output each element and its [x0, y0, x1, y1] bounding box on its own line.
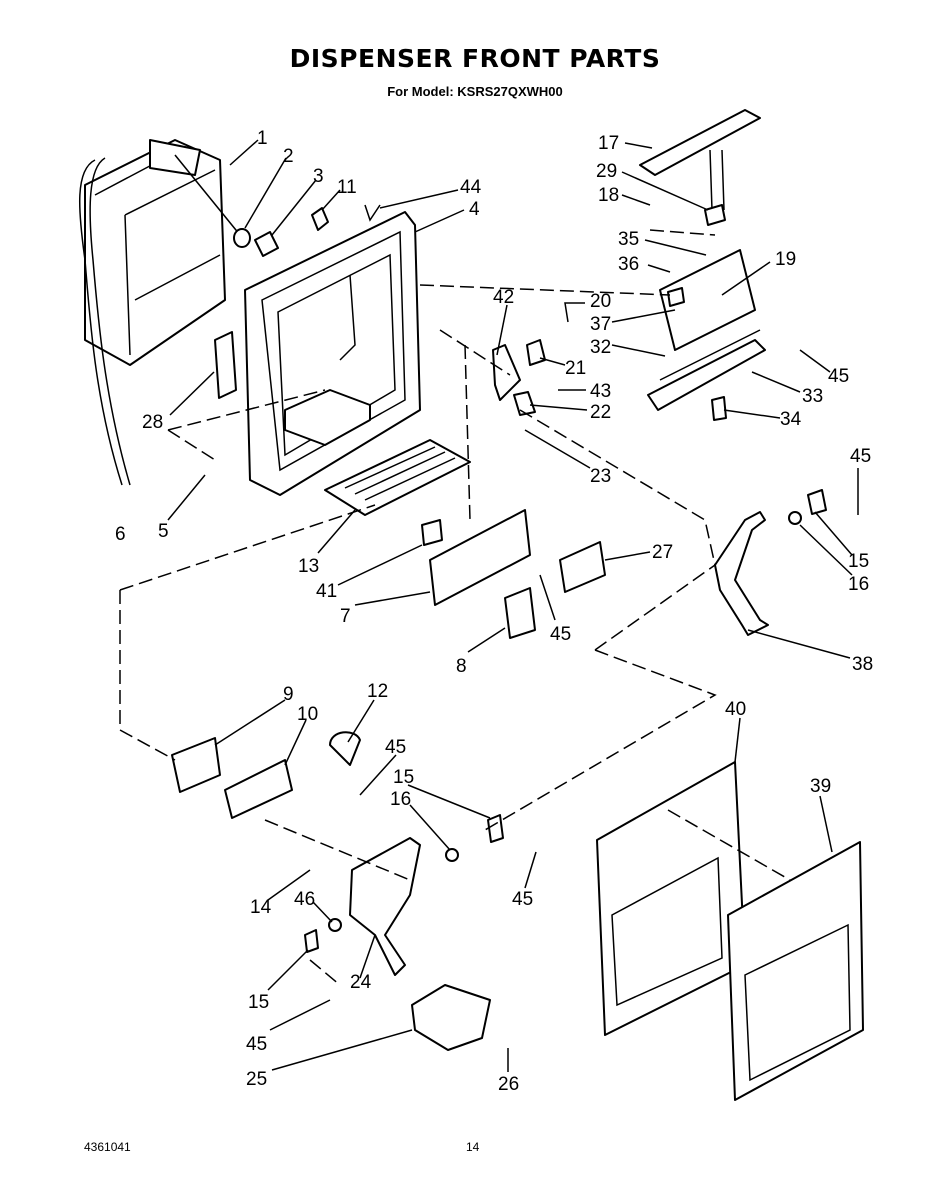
callout-37: 37 [590, 314, 611, 335]
callout-10: 10 [297, 704, 318, 725]
callout-39: 39 [810, 776, 831, 797]
page-number: 14 [466, 1140, 480, 1154]
callout-40: 40 [725, 699, 746, 720]
callout-38: 38 [852, 654, 873, 675]
callout-3: 3 [313, 166, 324, 187]
part-drip-grille [324, 439, 471, 516]
callout-18: 18 [598, 185, 619, 206]
callout-26: 26 [498, 1074, 519, 1095]
part-front-panels [596, 761, 864, 1101]
callout-11: 11 [337, 177, 357, 198]
callout-7: 7 [340, 606, 351, 627]
callout-27: 27 [652, 542, 673, 563]
callout-19: 19 [775, 249, 796, 270]
callout-15c: 15 [248, 992, 269, 1013]
callout-25: 25 [246, 1069, 267, 1090]
part-chute-housing [78, 139, 241, 486]
callout-14: 14 [250, 897, 272, 918]
callout-numbers: 1 2 3 11 44 4 17 29 18 35 36 19 42 20 37… [115, 128, 873, 1095]
callout-9: 9 [283, 684, 294, 705]
callout-15a: 15 [848, 551, 869, 572]
callout-5: 5 [158, 521, 169, 542]
callout-43: 43 [590, 381, 611, 402]
callout-32: 32 [590, 337, 611, 358]
callout-46: 46 [294, 889, 315, 910]
callout-36: 36 [618, 254, 639, 275]
callout-28: 28 [142, 412, 163, 433]
leader-lines [167, 139, 859, 1072]
callout-35: 35 [618, 229, 639, 250]
callout-17: 17 [598, 133, 619, 154]
callout-45b: 45 [850, 446, 871, 467]
part-top-right-assembly [639, 109, 766, 421]
callout-24: 24 [350, 972, 372, 993]
part-ice-lever [714, 489, 827, 636]
callout-45f: 45 [246, 1034, 267, 1055]
callout-20: 20 [590, 291, 611, 312]
callout-8: 8 [456, 656, 467, 677]
callout-41: 41 [316, 581, 337, 602]
callout-6: 6 [115, 524, 126, 545]
callout-12: 12 [367, 681, 388, 702]
callout-21: 21 [565, 358, 586, 379]
callout-33: 33 [802, 386, 823, 407]
callout-1: 1 [257, 128, 268, 149]
part-dispenser-frame [244, 204, 421, 496]
callout-2: 2 [283, 146, 294, 167]
callout-22: 22 [590, 402, 611, 423]
model-subtitle: For Model: KSRS27QXWH00 [387, 84, 563, 99]
callout-13: 13 [298, 556, 319, 577]
callout-42: 42 [493, 287, 514, 308]
callout-45d: 45 [385, 737, 406, 758]
callout-4: 4 [469, 199, 480, 220]
callout-16b: 16 [390, 789, 411, 810]
part-water-lever [304, 814, 504, 1051]
callout-15b: 15 [393, 767, 414, 788]
assembly-lines [119, 229, 791, 986]
document-number: 4361041 [84, 1140, 131, 1154]
callout-45c: 45 [550, 624, 571, 645]
part-lever-group [492, 339, 546, 416]
part-small-fittings [233, 207, 329, 257]
callout-29: 29 [596, 161, 617, 182]
callout-34: 34 [780, 409, 802, 430]
callout-16a: 16 [848, 574, 869, 595]
part-control-panel [421, 509, 606, 639]
callout-23: 23 [590, 466, 611, 487]
part-lower-left-group [171, 731, 361, 819]
part-28-strip [214, 331, 237, 399]
page-title: DISPENSER FRONT PARTS [289, 44, 661, 73]
callout-44: 44 [460, 177, 482, 198]
callout-45a: 45 [828, 366, 849, 387]
callout-45e: 45 [512, 889, 533, 910]
